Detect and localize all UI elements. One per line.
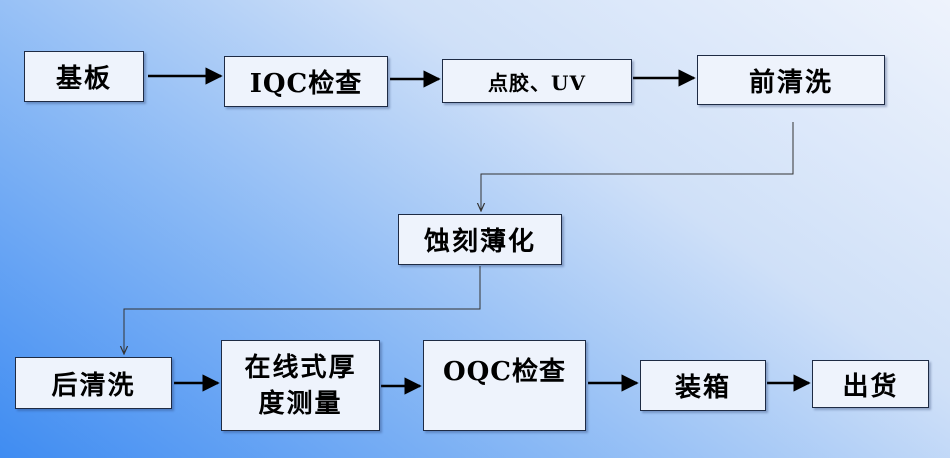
step-inline-thickness: 在线式厚 度测量	[221, 340, 380, 431]
step-oqc-inspection: OQC检查	[423, 340, 586, 431]
step-etch-thinning: 蚀刻薄化	[398, 214, 562, 265]
step-packing: 装箱	[640, 360, 766, 411]
step-packing-label: 装箱	[674, 373, 731, 403]
step-substrate-label: 基板	[55, 64, 112, 94]
step-thickness-label-line2: 度测量	[258, 388, 343, 419]
step-glue-uv-label: 点胶、UV	[488, 70, 586, 95]
step-pre-clean-label: 前清洗	[748, 67, 833, 98]
step-etch-label: 蚀刻薄化	[423, 227, 536, 257]
step-shipping-label: 出货	[842, 371, 899, 402]
step-shipping: 出货	[812, 360, 929, 408]
step-pre-clean: 前清洗	[697, 55, 885, 105]
step-glue-uv: 点胶、UV	[442, 59, 632, 103]
step-oqc-label: OQC检查	[443, 357, 566, 387]
step-iqc-inspection: IQC检查	[224, 56, 388, 107]
step-post-clean: 后清洗	[15, 357, 172, 409]
step-substrate: 基板	[24, 51, 144, 102]
arrow-preclean-to-etch	[481, 122, 794, 211]
step-thickness-label-line1: 在线式厚	[244, 352, 357, 383]
step-post-clean-label: 后清洗	[51, 370, 136, 401]
step-iqc-label: IQC检查	[249, 69, 363, 99]
